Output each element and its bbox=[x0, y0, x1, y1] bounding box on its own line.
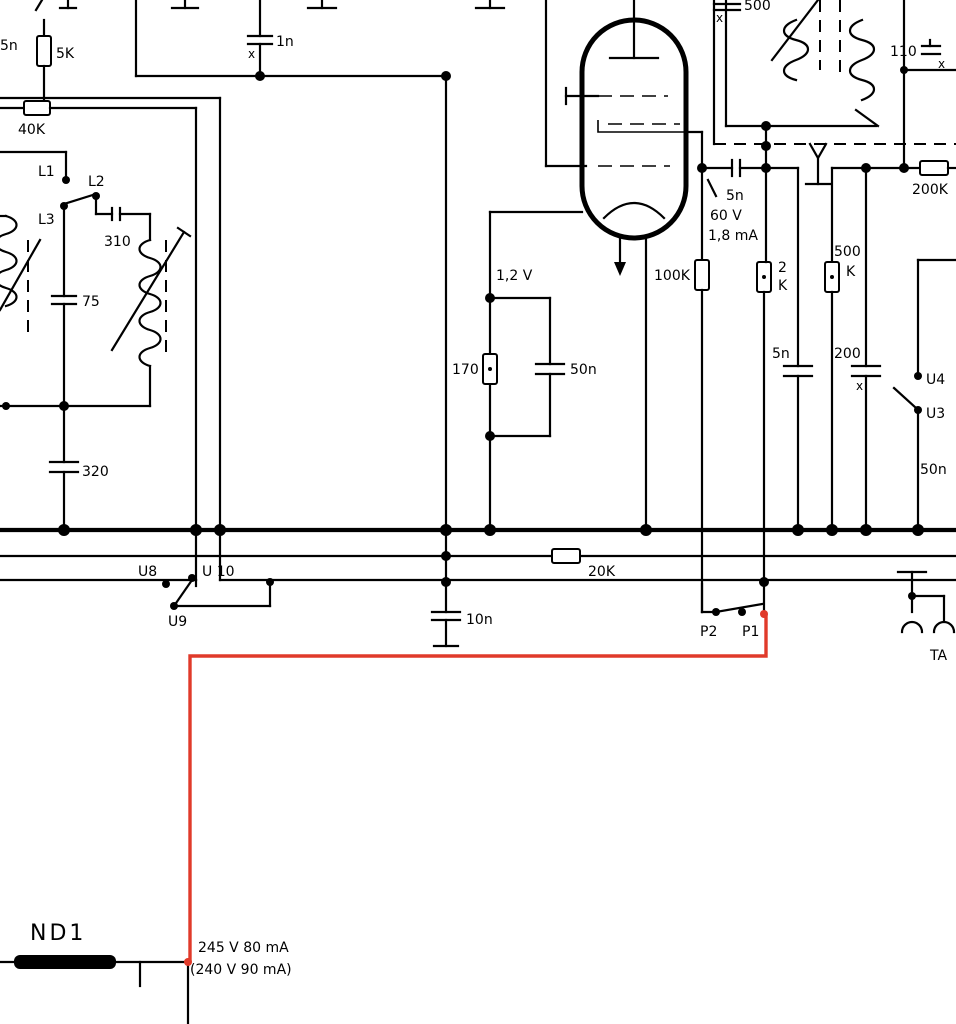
label-50n-right: 50n bbox=[920, 462, 947, 478]
label-60v: 60 V bbox=[710, 208, 742, 224]
label-nd1: ND1 bbox=[30, 921, 86, 946]
label-ta: TA bbox=[929, 648, 947, 664]
label-x-1n: x bbox=[248, 47, 255, 61]
resistor-40k bbox=[23, 100, 51, 116]
nd1-section bbox=[0, 955, 192, 1024]
left-tuning-section bbox=[0, 150, 192, 532]
top-left-section bbox=[0, 0, 506, 582]
labels: 5n 5K 1n x 40K L1 L2 L3 310 75 320 U8 U9… bbox=[0, 0, 949, 978]
label-500k-b: K bbox=[846, 264, 856, 280]
switch-p1-p2 bbox=[700, 582, 768, 618]
label-1n: 1n bbox=[276, 34, 294, 50]
label-u8: U8 bbox=[138, 564, 157, 580]
label-5n-mid: 5n bbox=[772, 346, 790, 362]
label-20k: 20K bbox=[588, 564, 616, 580]
anode-network bbox=[684, 121, 814, 614]
left-coil bbox=[0, 214, 42, 336]
cathode-network bbox=[482, 210, 584, 532]
label-u3: U3 bbox=[926, 406, 945, 422]
label-50n: 50n bbox=[570, 362, 597, 378]
label-supply-2: (240 V 90 mA) bbox=[190, 962, 292, 978]
label-1-2v: 1,2 V bbox=[496, 268, 533, 284]
label-p1: P1 bbox=[742, 624, 759, 640]
label-200k: 200K bbox=[912, 182, 949, 198]
label-x-110: x bbox=[938, 57, 945, 71]
label-l3: L3 bbox=[38, 212, 55, 228]
label-u10: U 10 bbox=[202, 564, 235, 580]
label-x-500: x bbox=[716, 11, 723, 25]
label-100k: 100K bbox=[654, 268, 691, 284]
label-u9: U9 bbox=[168, 614, 187, 630]
top-right-box bbox=[712, 0, 956, 186]
switch-u8-u9-u10 bbox=[162, 574, 272, 610]
label-l2: L2 bbox=[88, 174, 105, 190]
label-x-200: x bbox=[856, 379, 863, 393]
label-1-8ma: 1,8 mA bbox=[708, 228, 758, 244]
label-110: 110 bbox=[890, 44, 917, 60]
label-5n-anode: 5n bbox=[726, 188, 744, 204]
choke-nd1 bbox=[14, 955, 116, 969]
label-5k: 5K bbox=[56, 46, 75, 62]
vacuum-tube bbox=[544, 0, 689, 532]
label-l1: L1 bbox=[38, 164, 55, 180]
right-network bbox=[824, 163, 956, 532]
label-320: 320 bbox=[82, 464, 109, 480]
label-40k: 40K bbox=[18, 122, 46, 138]
label-200: 200 bbox=[834, 346, 861, 362]
resistor-20k bbox=[551, 548, 581, 564]
label-75: 75 bbox=[82, 294, 100, 310]
label-500k-a: 500 bbox=[834, 244, 861, 260]
resistor-100k bbox=[694, 259, 710, 291]
label-10n: 10n bbox=[466, 612, 493, 628]
label-5n-top-left: 5n bbox=[0, 38, 18, 54]
label-500-top: 500 bbox=[744, 0, 771, 14]
resistor-200k bbox=[919, 160, 949, 176]
bus-lines bbox=[0, 524, 956, 587]
right-coil bbox=[110, 226, 192, 408]
highlighted-path bbox=[188, 614, 768, 962]
label-p2: P2 bbox=[700, 624, 717, 640]
label-2k-b: K bbox=[778, 278, 788, 294]
capacitor-10n bbox=[430, 74, 462, 648]
resistor-5k bbox=[36, 35, 52, 67]
label-2k-a: 2 bbox=[778, 260, 787, 276]
label-170: 170 bbox=[452, 362, 479, 378]
ta-symbol bbox=[896, 570, 956, 634]
label-310: 310 bbox=[104, 234, 131, 250]
label-u4: U4 bbox=[926, 372, 945, 388]
label-supply-1: 245 V 80 mA bbox=[198, 940, 289, 956]
